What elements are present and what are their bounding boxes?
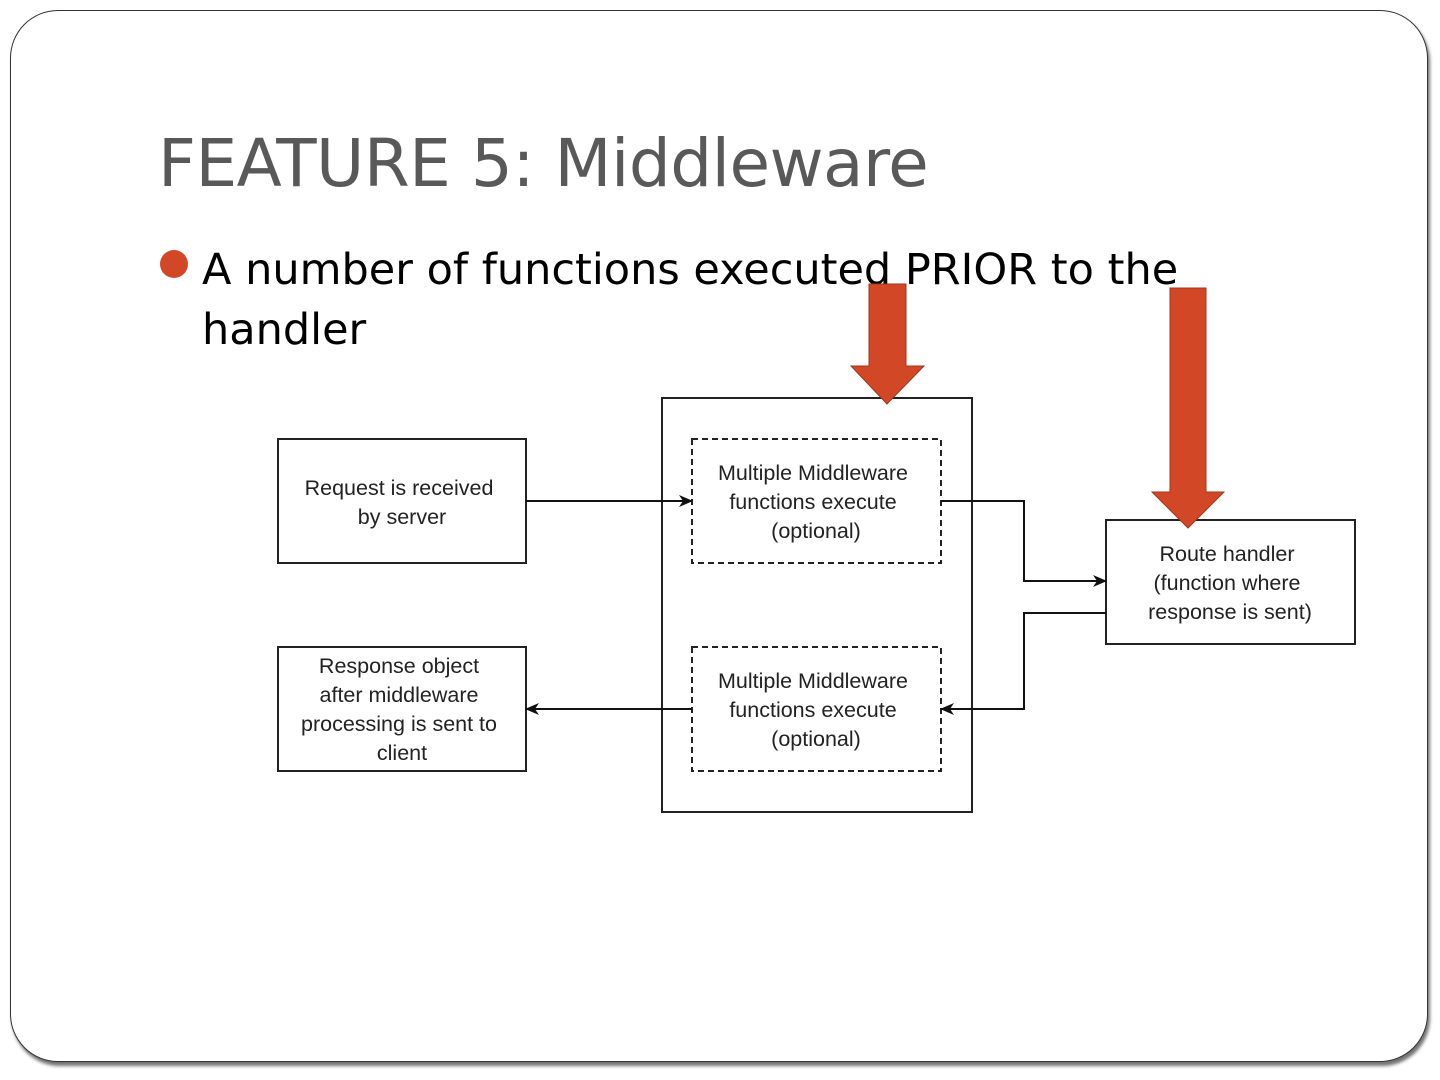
bullet-dot	[160, 250, 188, 278]
slide-title: FEATURE 5: Middleware	[158, 125, 929, 202]
bullet-text: A number of functions executed PRIOR to …	[202, 245, 1179, 355]
